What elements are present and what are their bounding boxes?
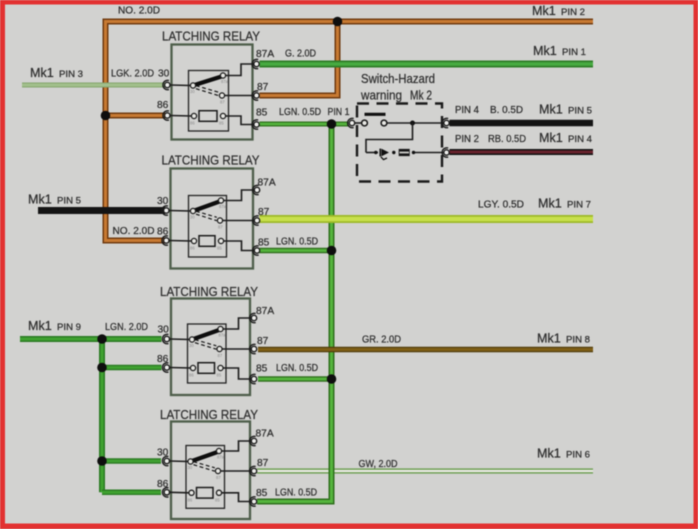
- svg-text:PIN 2: PIN 2: [455, 134, 479, 145]
- svg-text:30: 30: [190, 89, 195, 94]
- svg-text:Mk1: Mk1: [537, 332, 561, 346]
- svg-text:PIN 8: PIN 8: [566, 335, 590, 346]
- svg-text:87a: 87a: [219, 204, 227, 209]
- svg-text:87: 87: [258, 207, 270, 218]
- svg-text:85: 85: [219, 121, 224, 126]
- svg-text:GR. 2.0D: GR. 2.0D: [362, 335, 401, 346]
- svg-text:86: 86: [190, 246, 195, 251]
- svg-text:86: 86: [157, 354, 169, 365]
- svg-text:30: 30: [158, 69, 170, 80]
- svg-text:Mk1: Mk1: [532, 4, 556, 18]
- svg-text:87a: 87a: [221, 79, 229, 84]
- svg-text:LGN. 0.5D: LGN. 0.5D: [279, 107, 321, 118]
- svg-text:Mk1: Mk1: [538, 197, 562, 211]
- svg-text:PIN 5: PIN 5: [57, 196, 81, 207]
- svg-text:85: 85: [217, 373, 222, 378]
- svg-text:87A: 87A: [258, 178, 276, 189]
- svg-text:87A: 87A: [256, 306, 274, 317]
- svg-text:Mk1: Mk1: [28, 319, 52, 333]
- svg-text:PIN 7: PIN 7: [567, 200, 591, 211]
- svg-text:87a: 87a: [217, 455, 225, 460]
- svg-text:PIN 3: PIN 3: [59, 69, 83, 80]
- svg-text:86: 86: [188, 497, 193, 502]
- svg-text:LGN. 0.5D: LGN. 0.5D: [276, 363, 318, 374]
- svg-text:PIN 5: PIN 5: [568, 106, 592, 117]
- svg-text:30: 30: [158, 325, 170, 336]
- svg-text:Mk1: Mk1: [28, 193, 52, 207]
- svg-text:85: 85: [258, 238, 270, 249]
- svg-text:87: 87: [257, 458, 269, 469]
- svg-text:86: 86: [157, 479, 169, 490]
- svg-text:86: 86: [157, 227, 169, 238]
- svg-text:PIN 6: PIN 6: [566, 450, 590, 461]
- svg-text:87: 87: [220, 100, 225, 105]
- svg-text:85: 85: [256, 488, 268, 499]
- svg-text:85: 85: [256, 108, 268, 119]
- svg-text:87a: 87a: [219, 333, 227, 338]
- svg-text:86: 86: [189, 373, 194, 378]
- svg-text:Mk1: Mk1: [30, 66, 54, 80]
- svg-text:PIN 4: PIN 4: [568, 134, 593, 145]
- svg-text:30: 30: [157, 196, 169, 207]
- svg-text:LATCHING RELAY: LATCHING RELAY: [162, 153, 260, 168]
- svg-text:NO. 2.0D: NO. 2.0D: [118, 6, 160, 17]
- svg-text:Switch-Hazard: Switch-Hazard: [361, 71, 435, 86]
- svg-text:PIN 1: PIN 1: [328, 107, 350, 118]
- svg-text:PIN 2: PIN 2: [561, 7, 585, 18]
- svg-text:30: 30: [157, 448, 169, 459]
- svg-text:87: 87: [257, 336, 269, 347]
- svg-text:Mk1: Mk1: [533, 44, 557, 58]
- svg-text:86: 86: [190, 121, 195, 126]
- svg-text:Mk1: Mk1: [539, 131, 563, 145]
- svg-text:87A: 87A: [256, 49, 274, 60]
- svg-text:87: 87: [257, 82, 269, 93]
- svg-text:LGY. 0.5D: LGY. 0.5D: [478, 200, 524, 211]
- svg-text:RB. 0.5D: RB. 0.5D: [488, 134, 526, 145]
- svg-text:30: 30: [189, 343, 194, 348]
- svg-text:LATCHING RELAY: LATCHING RELAY: [160, 284, 258, 299]
- svg-text:PIN 1: PIN 1: [562, 47, 586, 58]
- svg-text:Mk1: Mk1: [539, 103, 563, 117]
- svg-text:PIN 4: PIN 4: [455, 105, 480, 116]
- svg-text:B. 0.5D: B. 0.5D: [490, 105, 523, 116]
- svg-text:85: 85: [256, 364, 268, 375]
- svg-text:30: 30: [188, 465, 193, 470]
- svg-text:LATCHING RELAY: LATCHING RELAY: [162, 29, 260, 44]
- svg-text:PIN 9: PIN 9: [57, 322, 81, 333]
- svg-text:87: 87: [218, 225, 223, 230]
- svg-text:LGK. 2.0D: LGK. 2.0D: [111, 69, 154, 80]
- svg-text:87: 87: [216, 475, 221, 480]
- svg-text:30: 30: [190, 215, 195, 220]
- svg-text:Mk1: Mk1: [537, 447, 561, 461]
- svg-text:NO. 2.0D: NO. 2.0D: [113, 226, 155, 237]
- svg-text:warning: warning: [360, 88, 402, 103]
- svg-text:LATCHING RELAY: LATCHING RELAY: [160, 407, 258, 422]
- svg-text:LGN. 0.5D: LGN. 0.5D: [275, 488, 317, 499]
- svg-text:86: 86: [157, 100, 169, 111]
- svg-text:85: 85: [215, 497, 220, 502]
- svg-text:GW, 2.0D: GW, 2.0D: [359, 459, 398, 470]
- svg-text:LGN. 2.0D: LGN. 2.0D: [105, 322, 148, 333]
- svg-text:87A: 87A: [256, 429, 274, 440]
- svg-text:LGN. 0.5D: LGN. 0.5D: [276, 237, 318, 248]
- svg-text:85: 85: [217, 246, 222, 251]
- svg-text:G. 2.0D: G. 2.0D: [285, 49, 316, 60]
- svg-text:Mk 2: Mk 2: [410, 88, 432, 103]
- svg-text:87: 87: [218, 353, 223, 358]
